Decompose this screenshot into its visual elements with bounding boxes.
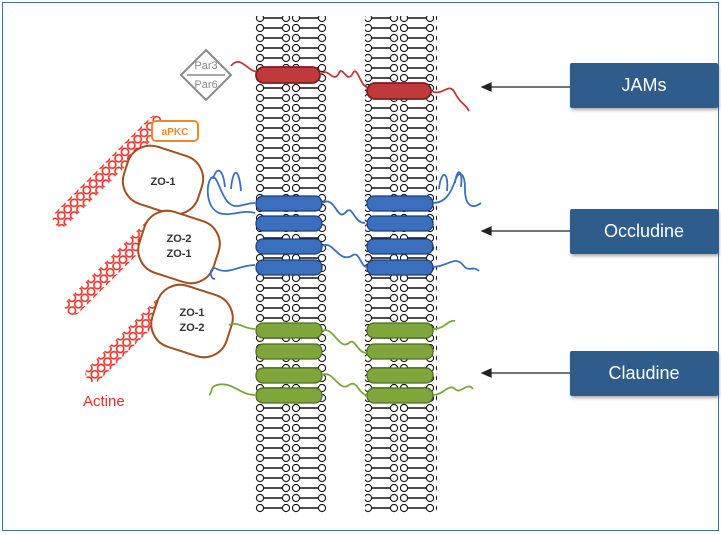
zo-box-3-line-2: ZO-2	[179, 322, 204, 334]
zo-box-1-line-1: ZO-1	[150, 176, 175, 188]
zo-box-2-line-1: ZO-2	[166, 233, 191, 245]
zo-box-3-line-1: ZO-1	[179, 307, 204, 319]
par6-label: Par6	[194, 79, 217, 91]
actine-label: Actine	[83, 393, 125, 410]
apkc-box: aPKC	[151, 120, 199, 142]
tight-junction-diagram: Par3 Par6 aPKC ZO-1 ZO-2 ZO-1 ZO-1 ZO-2	[52, 16, 570, 514]
jams-protein	[230, 60, 470, 112]
apkc-label: aPKC	[162, 127, 189, 138]
zo-box-1: ZO-1	[121, 144, 205, 216]
occludine-label-box: Occludine	[570, 209, 718, 254]
label-arrows	[480, 82, 570, 378]
occludine-protein	[206, 169, 482, 280]
actin-filaments	[52, 115, 173, 383]
par3-label: Par3	[194, 60, 217, 72]
claudine-protein	[208, 319, 474, 404]
par-complex: Par3 Par6	[179, 48, 233, 102]
zo-box-2-line-2: ZO-1	[166, 248, 191, 260]
jams-label-box: JAMs	[570, 63, 718, 108]
zo-box-3: ZO-1 ZO-2	[150, 283, 234, 359]
claudine-label-box: Claudine	[570, 351, 718, 396]
zo-box-2: ZO-2 ZO-1	[137, 209, 221, 285]
